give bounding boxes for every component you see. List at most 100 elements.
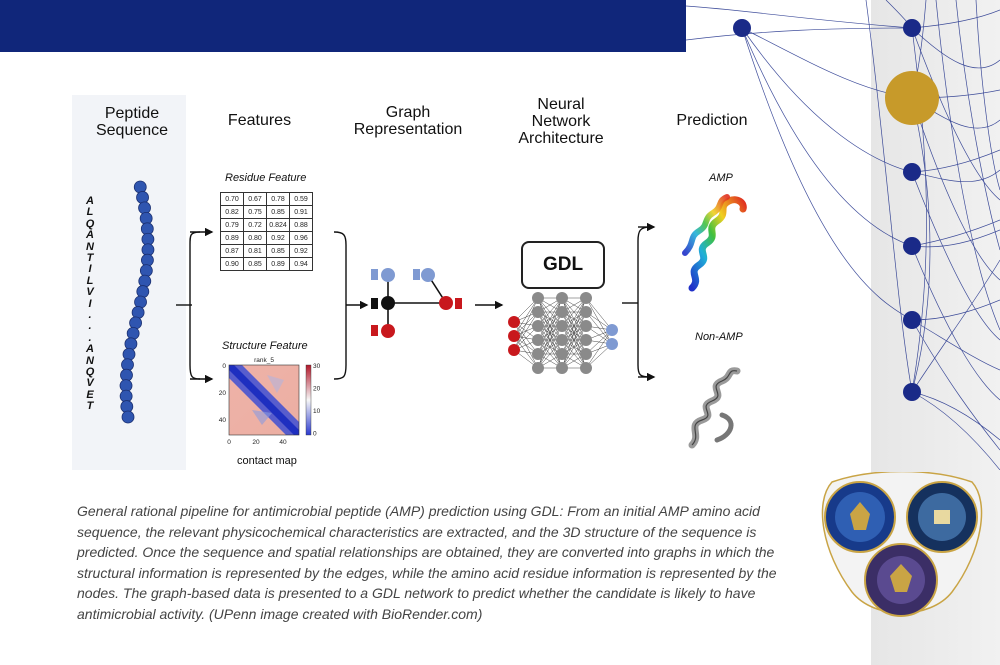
stage-title-peptide: Peptide Sequence xyxy=(95,105,169,139)
pipeline-arrows xyxy=(176,222,656,384)
sequence-letter: Q xyxy=(85,366,95,378)
nn-edge xyxy=(561,339,587,369)
nn-node xyxy=(532,320,544,332)
graph-representation xyxy=(371,268,462,338)
contact-map-x-tick: 0 xyxy=(227,439,231,446)
figure-caption: General rational pipeline for antimicrob… xyxy=(77,503,777,622)
nn-edge xyxy=(537,339,563,369)
nn-edge xyxy=(561,297,587,341)
sequence-letter: A xyxy=(86,229,94,242)
residue-feature-label: Residue Feature xyxy=(225,172,307,184)
nn-node xyxy=(556,362,568,374)
nn-node xyxy=(556,292,568,304)
nn-node xyxy=(556,334,568,346)
nn-node xyxy=(508,344,520,356)
gdl-box: GDL xyxy=(521,241,605,289)
sequence-letter: L xyxy=(86,206,94,219)
nn-node xyxy=(580,292,592,304)
sequence-letter: Q xyxy=(85,217,95,230)
colorbar-tick: 30 xyxy=(313,363,321,370)
nn-node xyxy=(556,320,568,332)
sequence-letter: N xyxy=(86,240,94,253)
nn-node xyxy=(532,306,544,318)
nn-edge xyxy=(537,297,563,355)
sequence-letter: V xyxy=(86,377,94,390)
stage-title-graph: Graph Representation xyxy=(353,104,463,138)
contact-map-xlabel: contact map xyxy=(237,455,297,467)
nn-node xyxy=(508,316,520,328)
sequence-letter: . xyxy=(88,331,92,344)
nn-edge xyxy=(513,297,539,351)
nn-edge xyxy=(537,297,563,327)
nn-node xyxy=(532,334,544,346)
contact-map-y-tick: 20 xyxy=(219,390,227,397)
sequence-letter: T xyxy=(86,400,94,413)
contact-map-x-tick: 20 xyxy=(252,439,260,446)
network-decoration xyxy=(686,0,1000,470)
top-banner xyxy=(0,0,686,52)
sequence-letter: . xyxy=(88,320,92,333)
nn-node xyxy=(580,306,592,318)
contact-map-x-tick: 40 xyxy=(279,439,287,446)
nn-edge xyxy=(561,325,587,369)
nn-node xyxy=(580,334,592,346)
nn-node xyxy=(580,320,592,332)
contact-map-title: rank_5 xyxy=(254,357,274,364)
neural-network xyxy=(508,292,618,374)
nn-node xyxy=(532,292,544,304)
contact-map-y-tick: 0 xyxy=(222,363,226,370)
sequence-letter: L xyxy=(86,274,94,287)
nn-node xyxy=(508,330,520,342)
non-amp-structure xyxy=(688,367,741,449)
sequence-letter: T xyxy=(86,252,94,264)
nn-node xyxy=(532,362,544,374)
prediction-amp-label: AMP xyxy=(709,172,733,184)
nn-edge xyxy=(537,297,563,341)
contact-map-y-tick: 40 xyxy=(219,417,227,424)
pipeline-diagram: Peptide Sequence Features Graph Represen… xyxy=(72,95,870,470)
stage-title-prediction: Prediction xyxy=(676,112,748,129)
nn-node xyxy=(580,348,592,360)
nn-node xyxy=(606,324,618,336)
sequence-letter: I xyxy=(88,297,92,310)
sequence-letter: E xyxy=(86,388,94,401)
sequence-letter: V xyxy=(86,286,94,299)
colorbar-tick: 20 xyxy=(313,386,321,393)
nn-edge xyxy=(561,297,587,355)
nn-node xyxy=(606,338,618,350)
nn-edge xyxy=(585,297,613,331)
nn-edge xyxy=(513,297,539,337)
prediction-non-amp-label: Non-AMP xyxy=(695,331,743,343)
nn-edge xyxy=(537,325,563,369)
nn-node xyxy=(556,348,568,360)
stage-title-neural: Neural Network Architecture xyxy=(518,96,604,147)
agency-seals xyxy=(821,472,983,617)
sequence-letter: . xyxy=(88,309,92,321)
nn-edge xyxy=(561,311,587,369)
sequence-letter: A xyxy=(86,343,94,356)
structure-feature-label: Structure Feature xyxy=(222,340,308,352)
nn-node xyxy=(580,362,592,374)
sequence-letter: A xyxy=(86,195,94,207)
table-cell: 0.90 xyxy=(220,257,244,271)
nn-node xyxy=(556,306,568,318)
sequence-letter: N xyxy=(86,354,94,367)
table-cell: 0.94 xyxy=(289,257,313,271)
amp-structure xyxy=(682,194,747,292)
peptide-bead xyxy=(121,410,135,424)
colorbar-tick: 0 xyxy=(313,431,317,438)
nn-edge xyxy=(513,311,539,351)
nn-edge xyxy=(585,329,613,369)
nn-edge xyxy=(537,311,563,369)
sequence-letter: I xyxy=(88,263,92,276)
nn-edge xyxy=(561,297,587,327)
stage-title-features: Features xyxy=(227,112,292,129)
peptide-chain xyxy=(119,180,155,424)
nn-node xyxy=(532,348,544,360)
